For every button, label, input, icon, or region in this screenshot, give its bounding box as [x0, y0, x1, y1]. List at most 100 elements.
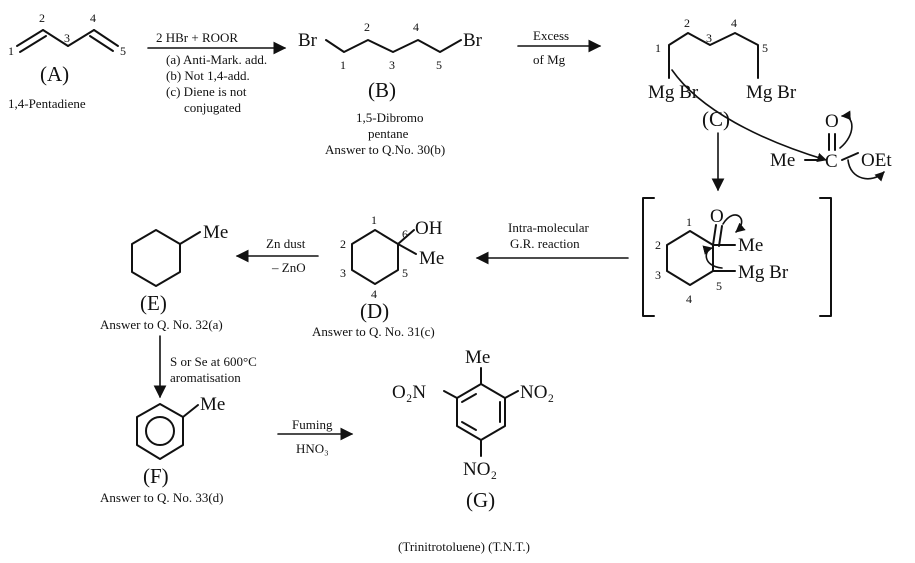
- step4-top: Zn dust: [266, 236, 306, 251]
- step6-top: Fuming: [292, 417, 333, 432]
- step4-bottom: – ZnO: [271, 260, 306, 275]
- compound-d-num-5: 5: [402, 266, 408, 280]
- compound-a-num-4: 4: [90, 11, 96, 25]
- compound-f-aromatic-circle: [145, 416, 175, 446]
- intermediate-num-5: 5: [716, 279, 722, 293]
- compound-f: Me (F) Answer to Q. No. 33(d): [100, 394, 225, 505]
- compound-a-num-1: 1: [8, 44, 14, 58]
- step1-note-b: (b) Not 1,4-add.: [166, 68, 250, 83]
- compound-b-label: (B): [368, 78, 396, 102]
- step6-arrow-group: Fuming HNO₃: [277, 417, 354, 456]
- compound-g-label: (G): [466, 488, 495, 512]
- step1-arrow-group: 2 HBr + ROOR (a) Anti-Mark. add. (b) Not…: [147, 30, 287, 115]
- ester-oet: OEt: [861, 150, 892, 171]
- compound-d: OH Me 1 2 3 4 5 6 (D) Answer to Q. No. 3…: [312, 213, 444, 339]
- compound-g: Me O₂N NO₂ NO₂ (G) (Trinitrotoluene) (T.…: [392, 347, 554, 554]
- compound-b-name-1: 1,5-Dibromo: [356, 110, 424, 125]
- compound-a-skeleton: [16, 29, 119, 53]
- step2-arrow-group: Excess of Mg: [517, 28, 602, 67]
- compound-a-name: 1,4-Pentadiene: [8, 96, 86, 111]
- compound-b-num-5: 5: [436, 58, 442, 72]
- compound-a: 1 2 3 4 5 (A) 1,4-Pentadiene: [8, 11, 126, 111]
- compound-g-no2-left: O₂N: [392, 382, 426, 403]
- step3-line1: Intra-molecular: [508, 220, 590, 235]
- compound-f-ring: [136, 403, 184, 460]
- compound-d-answer: Answer to Q. No. 31(c): [312, 324, 435, 339]
- compound-c-num-5: 5: [762, 41, 768, 55]
- intermediate-num-1: 1: [686, 215, 692, 229]
- compound-d-label: (D): [360, 299, 389, 323]
- compound-g-no2-bottom: NO₂: [463, 459, 497, 480]
- ester-c: C: [825, 151, 838, 172]
- compound-b-answer: Answer to Q.No. 30(b): [325, 142, 445, 157]
- bracket-right: [819, 197, 832, 317]
- compound-c-mgbr-right: Mg Br: [746, 82, 797, 103]
- step5-arrow-group: S or Se at 600°C aromatisation: [153, 335, 257, 399]
- intermediate-num-3: 3: [655, 268, 661, 282]
- intermediate-mgbr: Mg Br: [738, 262, 789, 283]
- compound-b-num-2: 2: [364, 20, 370, 34]
- compound-a-label: (A): [40, 62, 69, 86]
- compound-f-label: (F): [143, 464, 169, 488]
- compound-d-oh: OH: [415, 218, 443, 239]
- compound-e-me: Me: [203, 222, 228, 243]
- compound-d-num-2: 2: [340, 237, 346, 251]
- compound-g-ring: [456, 383, 506, 441]
- compound-d-num-3: 3: [340, 266, 346, 280]
- step1-reagent: 2 HBr + ROOR: [156, 30, 238, 45]
- intermediate-num-4: 4: [686, 292, 692, 306]
- compound-e-ring: [131, 229, 181, 287]
- intermediate-num-2: 2: [655, 238, 661, 252]
- compound-b: Br Br 1 2 3 4 5 (B) 1,5-Dibromo pentane …: [298, 20, 483, 157]
- compound-e-answer: Answer to Q. No. 32(a): [100, 317, 223, 332]
- step6-bottom: HNO₃: [296, 441, 329, 456]
- compound-d-num-4: 4: [371, 287, 377, 301]
- compound-b-br-left: Br: [298, 30, 318, 51]
- compound-f-me: Me: [200, 394, 225, 415]
- compound-b-num-1: 1: [340, 58, 346, 72]
- compound-c: 1 2 3 4 5 Mg Br Mg Br (C): [648, 16, 827, 163]
- compound-b-skeleton: [325, 39, 462, 53]
- compound-f-answer: Answer to Q. No. 33(d): [100, 490, 223, 505]
- bracket-left: [642, 197, 655, 317]
- compound-a-num-3: 3: [64, 31, 70, 45]
- ethyl-acetate: O Me C OEt: [770, 110, 892, 182]
- carbonyl-curly-arrow: [839, 110, 853, 149]
- intermediate-me: Me: [738, 235, 763, 256]
- compound-b-br-right: Br: [463, 30, 483, 51]
- step5-line1: S or Se at 600°C: [170, 354, 257, 369]
- step4-arrow-group: Zn dust – ZnO: [235, 236, 319, 275]
- intermediate-o: O: [710, 206, 724, 227]
- intermediate-o-curly-arrow: [722, 214, 746, 233]
- step2-top: Excess: [533, 28, 569, 43]
- compound-d-ring: [351, 229, 399, 285]
- step1-note-c: (c) Diene is not: [166, 84, 247, 99]
- compound-d-me: Me: [419, 248, 444, 269]
- compound-e: Me (E) Answer to Q. No. 32(a): [100, 222, 228, 332]
- grignard-attack-arrow: [671, 69, 827, 163]
- intermediate-cc-curly-arrow: [702, 245, 723, 269]
- compound-b-num-4: 4: [413, 20, 419, 34]
- compound-e-label: (E): [140, 291, 167, 315]
- step5-line2: aromatisation: [170, 370, 241, 385]
- compound-d-num-1: 1: [371, 213, 377, 227]
- compound-g-me: Me: [465, 347, 490, 368]
- compound-a-num-2: 2: [39, 11, 45, 25]
- compound-c-skeleton: [668, 32, 759, 63]
- step3-arrow-group: Intra-molecular G.R. reaction: [475, 220, 629, 265]
- compound-c-num-1: 1: [655, 41, 661, 55]
- step3-line2: G.R. reaction: [510, 236, 580, 251]
- compound-g-no2-right: NO₂: [520, 382, 554, 403]
- compound-c-num-2: 2: [684, 16, 690, 30]
- compound-a-num-5: 5: [120, 44, 126, 58]
- ester-o: O: [825, 111, 839, 132]
- intermediate: O Me Mg Br 1 2 3 4 5: [642, 197, 832, 317]
- ethoxide-curly-arrow: [847, 159, 885, 182]
- ester-me: Me: [770, 150, 795, 171]
- compound-b-num-3: 3: [389, 58, 395, 72]
- step1-note-a: (a) Anti-Mark. add.: [166, 52, 267, 67]
- compound-d-num-6: 6: [402, 227, 408, 241]
- compound-b-name-2: pentane: [368, 126, 409, 141]
- compound-c-num-3: 3: [706, 31, 712, 45]
